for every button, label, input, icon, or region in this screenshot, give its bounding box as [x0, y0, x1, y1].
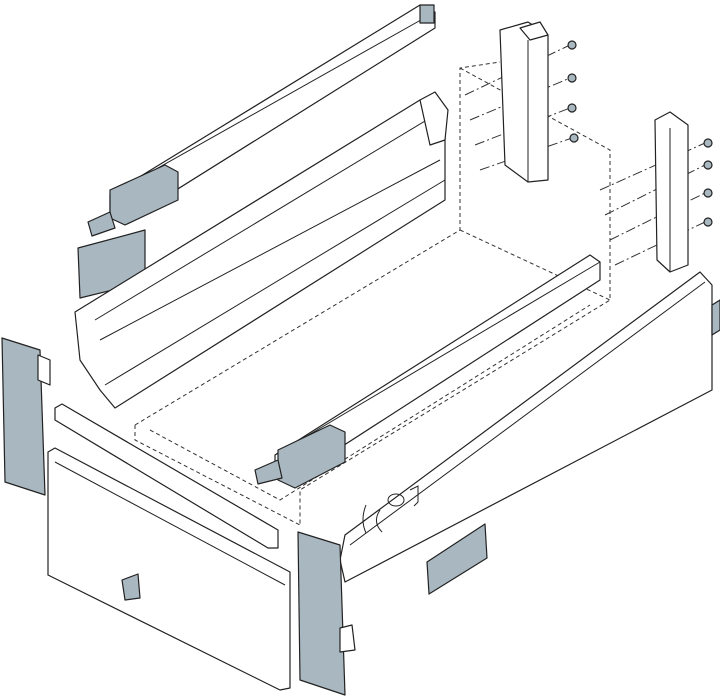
screws-right — [703, 138, 713, 227]
drawer-side-left — [74, 91, 449, 409]
front-cap-left — [1, 337, 46, 496]
side-fitting-cutouts — [362, 485, 419, 534]
front-clip-right — [339, 624, 356, 653]
front-fixing-clip — [121, 573, 141, 601]
front-cap-right — [297, 531, 346, 696]
front-panel — [47, 447, 291, 691]
rear-bracket-left — [499, 21, 549, 183]
side-label-plate — [426, 523, 488, 595]
rear-bracket-right — [654, 111, 689, 273]
rear-runner-rail — [87, 4, 436, 237]
screws-left — [567, 40, 579, 143]
front-strip — [54, 403, 279, 549]
cabinet-outline-dashed — [134, 61, 611, 526]
front-runner-rail — [254, 254, 601, 489]
front-clip-left — [37, 354, 51, 386]
